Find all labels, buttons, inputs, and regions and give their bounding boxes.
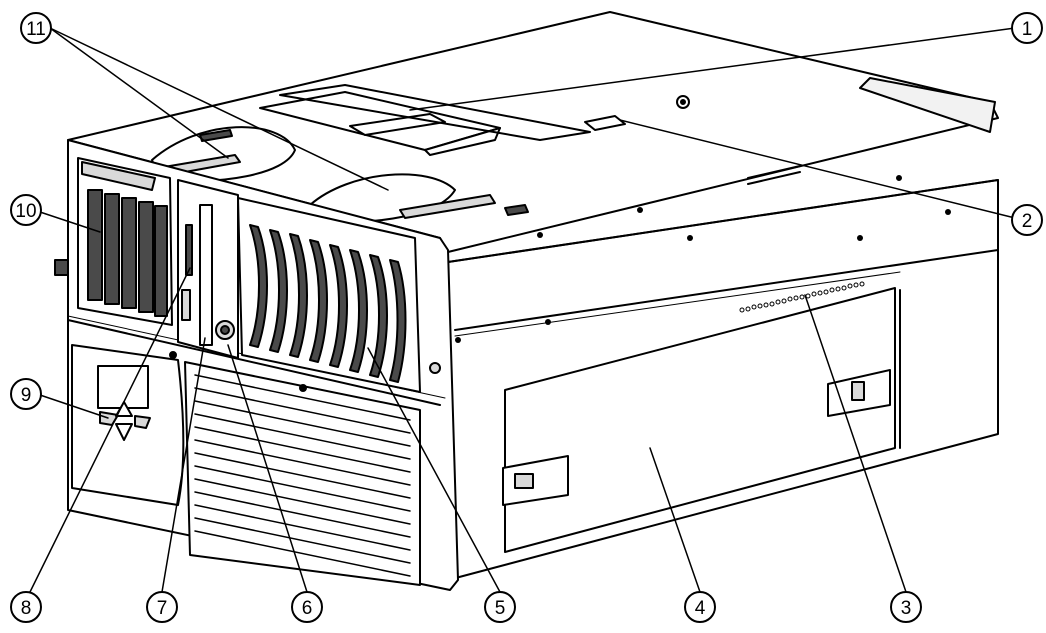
callout-7-number: 7: [157, 598, 168, 619]
callout-6-number: 6: [302, 598, 313, 619]
callout-1: 1: [1011, 12, 1043, 44]
access-panel: [502, 287, 896, 553]
led-indicator-row: [739, 281, 865, 313]
callout-8: 8: [10, 591, 42, 623]
callout-2-number: 2: [1022, 211, 1033, 232]
callout-4-number: 4: [695, 598, 706, 619]
callout-5: 5: [484, 591, 516, 623]
callout-7: 7: [146, 591, 178, 623]
drive-cage-right: [237, 197, 421, 393]
media-bay: [177, 179, 239, 359]
callout-3: 3: [890, 591, 922, 623]
callout-11: 11: [20, 12, 52, 44]
control-panel: [71, 344, 185, 506]
callout-4: 4: [684, 591, 716, 623]
drive-bay-left: [77, 157, 173, 326]
callout-1-number: 1: [1022, 19, 1033, 40]
callout-10: 10: [10, 194, 42, 226]
callout-leaders: [29, 27, 1016, 593]
top-vent-panel: [259, 84, 591, 156]
callout-6: 6: [291, 591, 323, 623]
callout-5-number: 5: [495, 598, 506, 619]
callout-11-number: 11: [26, 19, 46, 40]
callout-3-number: 3: [901, 598, 912, 619]
callout-8-number: 8: [21, 598, 32, 619]
callout-2: 2: [1011, 204, 1043, 236]
front-vent-grille: [184, 361, 421, 586]
callout-10-number: 10: [15, 201, 36, 222]
top-cover: [67, 11, 999, 263]
callout-9-number: 9: [21, 385, 32, 406]
callout-9: 9: [10, 378, 42, 410]
